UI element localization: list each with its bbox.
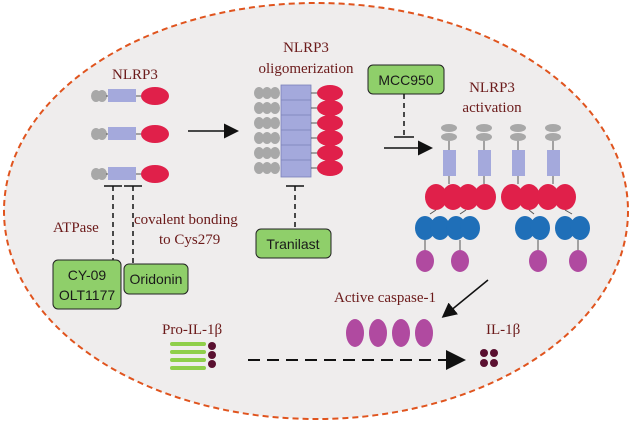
inflammasome-unit bbox=[501, 124, 550, 272]
active-caspase-label: Active caspase-1 bbox=[334, 290, 436, 306]
mcc950-box: MCC950 bbox=[367, 64, 445, 95]
svg-text:Tranilast: Tranilast bbox=[266, 236, 319, 252]
oligomerization-label: NLRP3 bbox=[283, 40, 329, 56]
inflammasome-unit bbox=[537, 124, 590, 272]
cy09-olt1177-box: CY-09 OLT1177 bbox=[52, 259, 122, 310]
svg-text:OLT1177: OLT1177 bbox=[59, 287, 116, 303]
pro-il1b-molecule bbox=[170, 342, 216, 370]
inflammasome-unit bbox=[415, 124, 464, 272]
svg-text:Oridonin: Oridonin bbox=[130, 271, 183, 287]
il1b-label: IL-1β bbox=[486, 322, 520, 338]
activation-label: NLRP3 bbox=[469, 80, 515, 96]
nlrp3-oligomer bbox=[254, 84, 343, 178]
cell-boundary bbox=[3, 2, 629, 420]
oligomerization-label-2: oligomerization bbox=[259, 61, 354, 77]
tranilast-box: Tranilast bbox=[255, 228, 332, 259]
nlrp3-monomer bbox=[91, 125, 169, 143]
covalent-bonding-label-2: to Cys279 bbox=[159, 232, 220, 248]
activation-label-2: activation bbox=[462, 100, 522, 116]
tranilast-inhibition-line bbox=[286, 185, 304, 228]
active-caspase-cluster bbox=[346, 319, 433, 347]
inflammasome-unit bbox=[446, 124, 496, 272]
caspase-activation-arrow bbox=[441, 279, 489, 318]
nlrp3-monomer bbox=[91, 87, 169, 105]
il1b-molecule bbox=[480, 349, 498, 367]
pro-il1b-label: Pro-IL-1β bbox=[162, 322, 222, 338]
oridonin-box: Oridonin bbox=[123, 263, 189, 295]
atpase-label: ATPase bbox=[53, 220, 99, 236]
covalent-inhibition-line bbox=[124, 185, 142, 264]
nlrp3-monomer bbox=[91, 165, 169, 183]
atpase-inhibition-line bbox=[104, 185, 122, 262]
svg-text:MCC950: MCC950 bbox=[378, 72, 433, 88]
covalent-bonding-label: covalent bonding bbox=[134, 212, 238, 228]
svg-text:CY-09: CY-09 bbox=[68, 267, 107, 283]
mcc950-inhibition-line bbox=[394, 94, 414, 138]
nlrp3-label: NLRP3 bbox=[112, 67, 158, 83]
